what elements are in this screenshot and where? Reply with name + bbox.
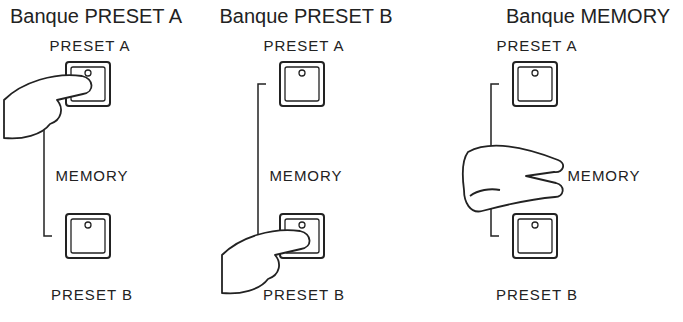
bracket-label: MEMORY bbox=[267, 168, 344, 185]
brackets bbox=[44, 84, 499, 236]
two-finger-hand bbox=[463, 146, 563, 212]
bracket-label: MEMORY bbox=[565, 168, 642, 185]
button-label: PRESET A bbox=[261, 38, 346, 55]
bracket-label: MEMORY bbox=[53, 168, 130, 185]
bank-heading: Banque MEMORY bbox=[506, 5, 670, 27]
button-label: PRESET A bbox=[47, 38, 132, 55]
bracket bbox=[258, 84, 266, 236]
button-symbol bbox=[66, 214, 110, 258]
button-label: PRESET A bbox=[494, 38, 579, 55]
pressing-hand bbox=[222, 230, 310, 293]
button-symbol bbox=[280, 62, 324, 106]
button-label: PRESET B bbox=[49, 287, 135, 304]
bank-heading: Banque PRESET B bbox=[219, 5, 392, 27]
hands bbox=[4, 75, 563, 293]
pressing-hand bbox=[4, 75, 92, 138]
button-symbol bbox=[513, 62, 557, 106]
button-label: PRESET B bbox=[261, 287, 347, 304]
button-symbol bbox=[513, 214, 557, 258]
button-label: PRESET B bbox=[494, 287, 580, 304]
bank-heading: Banque PRESET A bbox=[10, 5, 182, 27]
hand-crease bbox=[470, 189, 500, 196]
